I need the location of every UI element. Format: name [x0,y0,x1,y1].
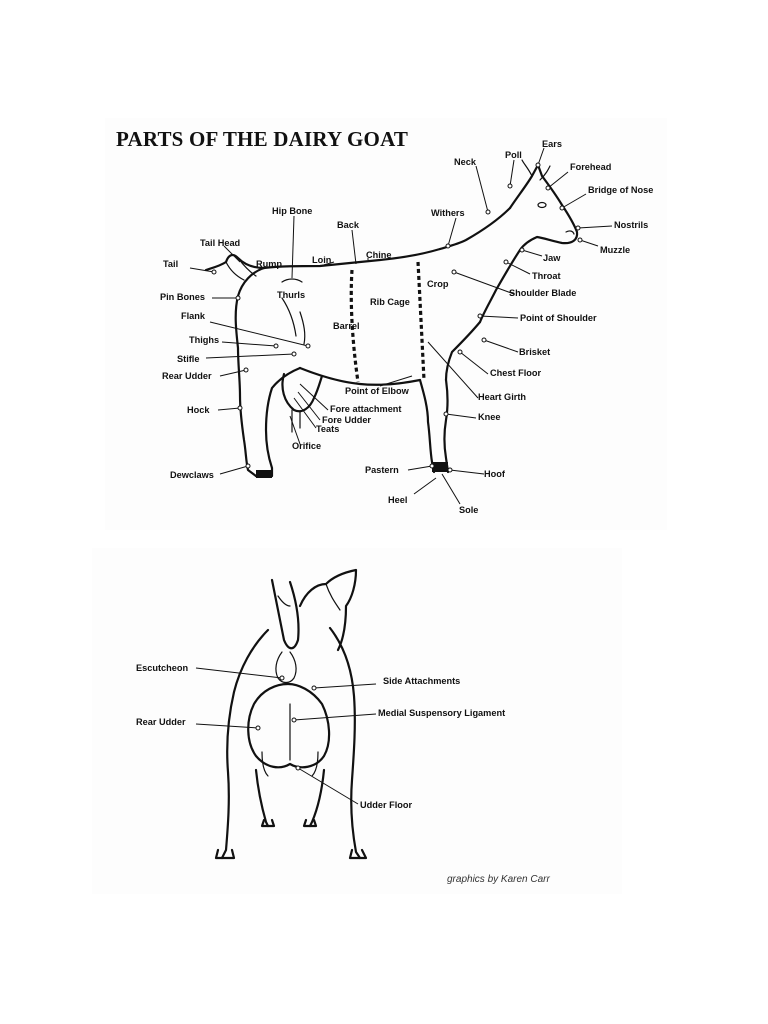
label-escutcheon: Escutcheon [136,663,189,673]
label-point-of-elbow: Point of Elbow [345,386,409,396]
label-fore-attachment: Fore attachment [330,404,402,414]
diagram-title: PARTS OF THE DAIRY GOAT [116,127,409,151]
label-nostrils: Nostrils [614,220,649,230]
label-forehead: Forehead [570,162,612,172]
label-rib-cage: Rib Cage [370,297,410,307]
side-goat-drawing [204,159,579,478]
label-rear-udder: Rear Udder [162,371,212,381]
label-knee: Knee [478,412,501,422]
label-chine: Chine [366,250,392,260]
label-heel: Heel [388,495,408,505]
label-brisket: Brisket [519,347,551,357]
label-crop: Crop [427,279,449,289]
label-stifle: Stifle [177,354,200,364]
label-loin: Loin [312,255,332,265]
rear-view-panel [92,548,622,894]
label-rump: Rump [256,259,283,269]
label-point-of-shoulder: Point of Shoulder [520,313,597,323]
label-heart-girth: Heart Girth [478,392,526,402]
label-hoof: Hoof [484,469,505,479]
label-barrel: Barrel [333,321,360,331]
label-dewclaws: Dewclaws [170,470,214,480]
label-flank: Flank [181,311,205,321]
label-teats: Teats [316,424,340,434]
label-pastern: Pastern [365,465,399,475]
label-tail: Tail [163,259,179,269]
label-muzzle: Muzzle [600,245,631,255]
label-thighs: Thighs [189,335,220,345]
rear-goat-drawing [214,568,368,860]
label-bridge-of-nose: Bridge of Nose [588,185,654,195]
label-rear-udder-rear-view: Rear Udder [136,717,186,727]
label-neck: Neck [454,157,476,167]
label-throat: Throat [532,271,561,281]
label-hock: Hock [187,405,210,415]
label-medial-suspensory-ligament: Medial Suspensory Ligament [378,708,506,718]
label-side-attachments: Side Attachments [383,676,461,686]
side-leader-lines [189,147,613,505]
label-poll: Poll [505,150,522,160]
rear-leader-lines [195,667,377,805]
label-hip-bone: Hip Bone [272,206,313,216]
label-tail-head: Tail Head [200,238,241,248]
graphics-credit: graphics by Karen Carr [447,874,550,885]
label-back: Back [337,220,359,230]
label-withers: Withers [431,208,465,218]
label-chest-floor: Chest Floor [490,368,542,378]
label-thurls: Thurls [277,290,306,300]
label-ears: Ears [542,139,562,149]
side-view-panel [105,118,667,530]
label-sole: Sole [459,505,479,515]
label-jaw: Jaw [543,253,561,263]
label-fore-udder: Fore Udder [322,415,372,425]
label-udder-floor: Udder Floor [360,800,413,810]
label-orifice: Orifice [292,441,322,451]
label-pin-bones: Pin Bones [160,292,205,302]
label-shoulder-blade: Shoulder Blade [509,288,577,298]
